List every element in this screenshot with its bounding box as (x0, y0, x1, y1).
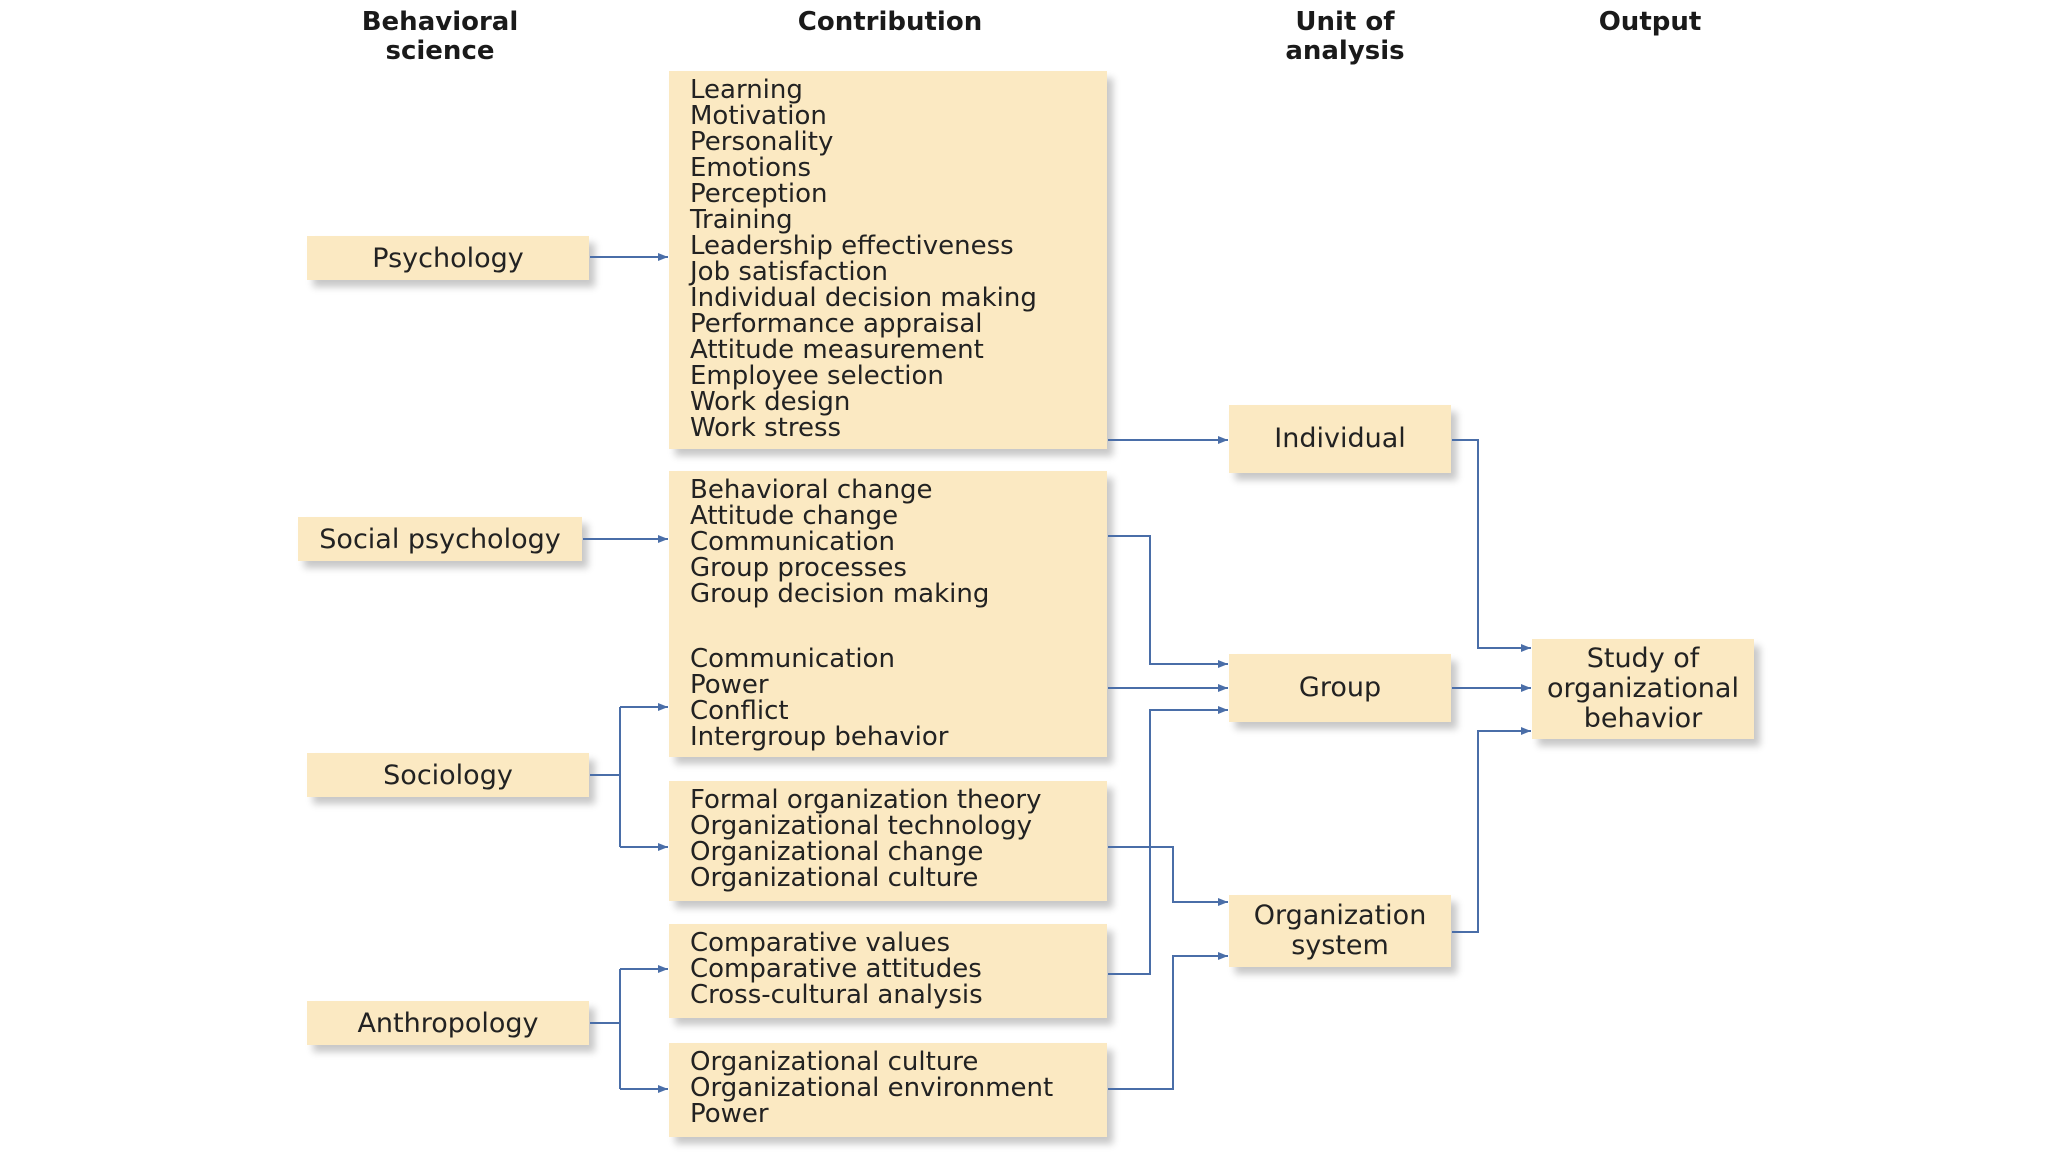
contribution-item: Motivation (690, 101, 827, 131)
contribution-item: Communication (690, 644, 895, 674)
anthropology-organization-to-organization-arrow (1108, 952, 1228, 1090)
contribution-item: Organizational change (690, 837, 984, 867)
contribution-item: Organizational culture (690, 1047, 979, 1077)
individual-to-output-arrow (1452, 439, 1531, 652)
social-psychology-box: Social psychology (298, 517, 582, 561)
contribution-item: Behavioral change (690, 475, 933, 505)
organization-system-box: Organization system (1229, 895, 1451, 967)
contribution-item: Work design (690, 387, 851, 417)
contribution-item: Emotions (690, 153, 812, 183)
organization-to-output-arrow (1452, 727, 1531, 933)
contribution-item: Organizational technology (690, 811, 1033, 841)
contribution-item: Work stress (690, 413, 842, 443)
contribution-item: Formal organization theory (690, 785, 1042, 815)
sociology-branch-trunk (590, 707, 621, 847)
contribution-item: Leadership effectiveness (690, 231, 1014, 261)
anthropology-branch-trunk (590, 969, 621, 1089)
contribution-item: Organizational environment (690, 1073, 1054, 1103)
social-psychology-contribution-to-group-arrow (1108, 535, 1228, 668)
contribution-item: Group processes (690, 553, 907, 583)
individual-box: Individual (1229, 405, 1451, 473)
contribution-item: Attitude change (690, 501, 899, 531)
contribution-item: Group decision making (690, 579, 990, 609)
contribution-item: Attitude measurement (690, 335, 984, 365)
header-behavioral-science: Behavioral science (361, 7, 519, 66)
contribution-item: Learning (690, 75, 803, 105)
header-unit-of-analysis: Unit of analysis (1285, 7, 1405, 66)
sociology-organization-to-organization-arrow (1108, 846, 1228, 906)
contribution-item: Power (690, 1099, 769, 1129)
contribution-item: Conflict (690, 696, 789, 726)
contribution-item: Individual decision making (690, 283, 1037, 313)
contribution-item: Job satisfaction (690, 257, 888, 287)
contribution-item: Comparative attitudes (690, 954, 982, 984)
contribution-item: Employee selection (690, 361, 944, 391)
contribution-item: Cross-cultural analysis (690, 980, 983, 1010)
study-of-ob-box: Study of organizational behavior (1532, 639, 1754, 739)
contribution-item: Intergroup behavior (690, 722, 949, 752)
contribution-item: Performance appraisal (690, 309, 983, 339)
contribution-item: Comparative values (690, 928, 951, 958)
group-box: Group (1229, 654, 1451, 722)
header-output: Output (1598, 7, 1702, 37)
contribution-item: Organizational culture (690, 863, 979, 893)
header-contribution: Contribution (797, 7, 983, 37)
contribution-item: Power (690, 670, 769, 700)
comparative-contribution-to-group-arrow (1108, 706, 1228, 975)
anthropology-box: Anthropology (307, 1001, 589, 1045)
contribution-item: Training (690, 205, 793, 235)
contribution-item: Perception (690, 179, 828, 209)
contribution-item: Communication (690, 527, 895, 557)
sociology-box: Sociology (307, 753, 589, 797)
psychology-box: Psychology (307, 236, 589, 280)
contribution-item: Personality (690, 127, 834, 157)
